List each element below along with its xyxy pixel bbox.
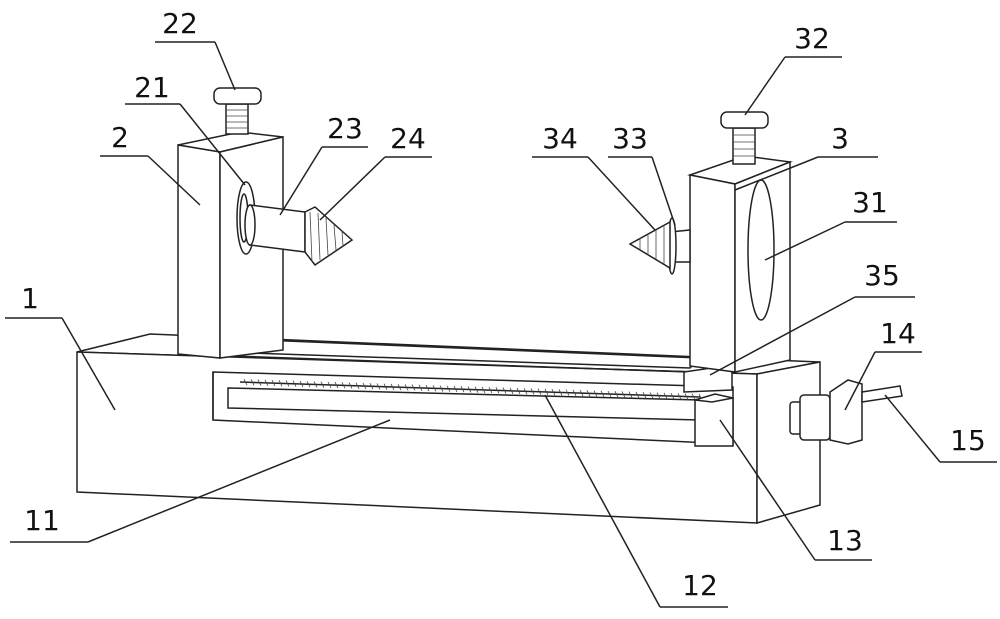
callout-label-35: 35 bbox=[864, 259, 900, 292]
callout-leader bbox=[320, 157, 385, 220]
callout-label-2: 2 bbox=[111, 121, 129, 154]
callout-leader bbox=[652, 157, 675, 225]
callout-label-3: 3 bbox=[831, 122, 849, 155]
callout-leader bbox=[280, 147, 322, 215]
callout-leader bbox=[215, 42, 235, 90]
callout-label-31: 31 bbox=[852, 186, 888, 219]
right-clamp-block bbox=[630, 112, 790, 372]
left-clamp-block bbox=[178, 88, 352, 358]
callout-label-33: 33 bbox=[612, 122, 648, 155]
callout-label-24: 24 bbox=[390, 122, 426, 155]
callouts: 2221223243433331323511415111213 bbox=[5, 7, 997, 607]
callout-label-11: 11 bbox=[24, 504, 60, 537]
callout-leader bbox=[745, 57, 785, 115]
callout-label-15: 15 bbox=[950, 424, 986, 457]
callout-label-13: 13 bbox=[827, 524, 863, 557]
callout-label-32: 32 bbox=[794, 22, 830, 55]
callout-label-34: 34 bbox=[542, 122, 578, 155]
callout-label-22: 22 bbox=[162, 7, 198, 40]
callout-leader bbox=[885, 395, 940, 462]
callout-label-23: 23 bbox=[327, 112, 363, 145]
callout-label-21: 21 bbox=[134, 71, 170, 104]
callout-leader bbox=[588, 157, 655, 230]
callout-label-1: 1 bbox=[21, 282, 39, 315]
callout-label-14: 14 bbox=[880, 317, 916, 350]
callout-label-12: 12 bbox=[682, 569, 718, 602]
